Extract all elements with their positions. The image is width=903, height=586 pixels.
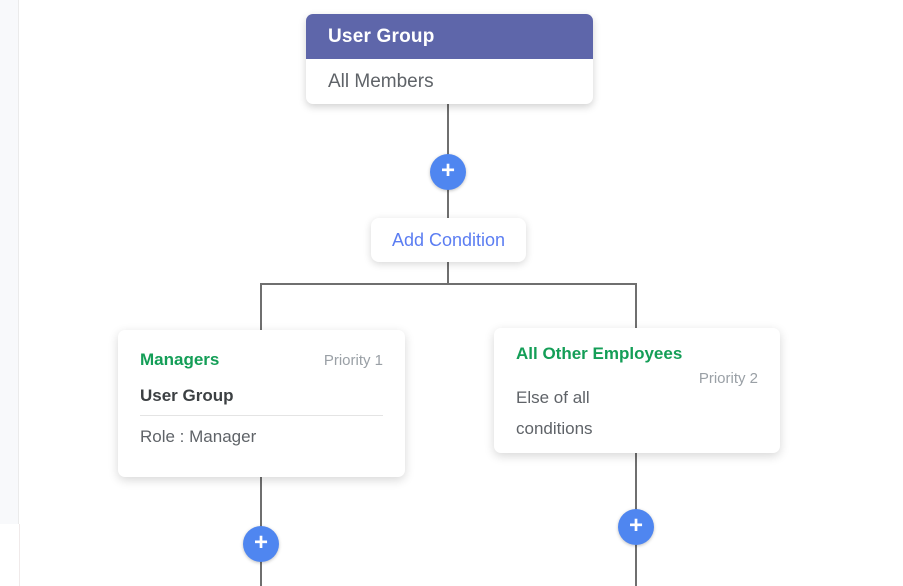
root-node-card[interactable]: User Group All Members (306, 14, 593, 104)
priority-badge: Priority 1 (323, 352, 383, 369)
add-condition-plus-button[interactable]: + (430, 154, 466, 190)
root-node-title: User Group (328, 25, 435, 47)
branch-title: All Other Employees (516, 344, 683, 363)
scrollbar-track (19, 524, 20, 586)
root-node-subtitle: All Members (328, 70, 434, 92)
add-condition-button[interactable]: Add Condition (371, 218, 526, 262)
branch-card-managers[interactable]: Managers Priority 1 User Group Role : Ma… (118, 330, 405, 477)
plus-icon: + (253, 529, 268, 556)
condition-value: Else of all conditions (516, 388, 593, 438)
add-node-plus-button-left[interactable]: + (243, 526, 279, 562)
priority-badge: Priority 2 (698, 370, 758, 387)
scrollbar[interactable] (0, 0, 19, 524)
branch-card-all-other-employees[interactable]: All Other Employees Else of all conditio… (494, 328, 780, 453)
connector-root-vertical (447, 104, 449, 283)
plus-icon: + (440, 157, 455, 184)
plus-icon: + (628, 512, 643, 539)
condition-value: Role : Manager (140, 427, 257, 446)
add-node-plus-button-right[interactable]: + (618, 509, 654, 545)
connector-branch-horizontal (260, 283, 637, 285)
branch-title: Managers (140, 350, 220, 369)
root-node-header: User Group (306, 14, 593, 59)
root-node-body: All Members (306, 59, 593, 104)
condition-field-label: User Group (140, 386, 383, 416)
